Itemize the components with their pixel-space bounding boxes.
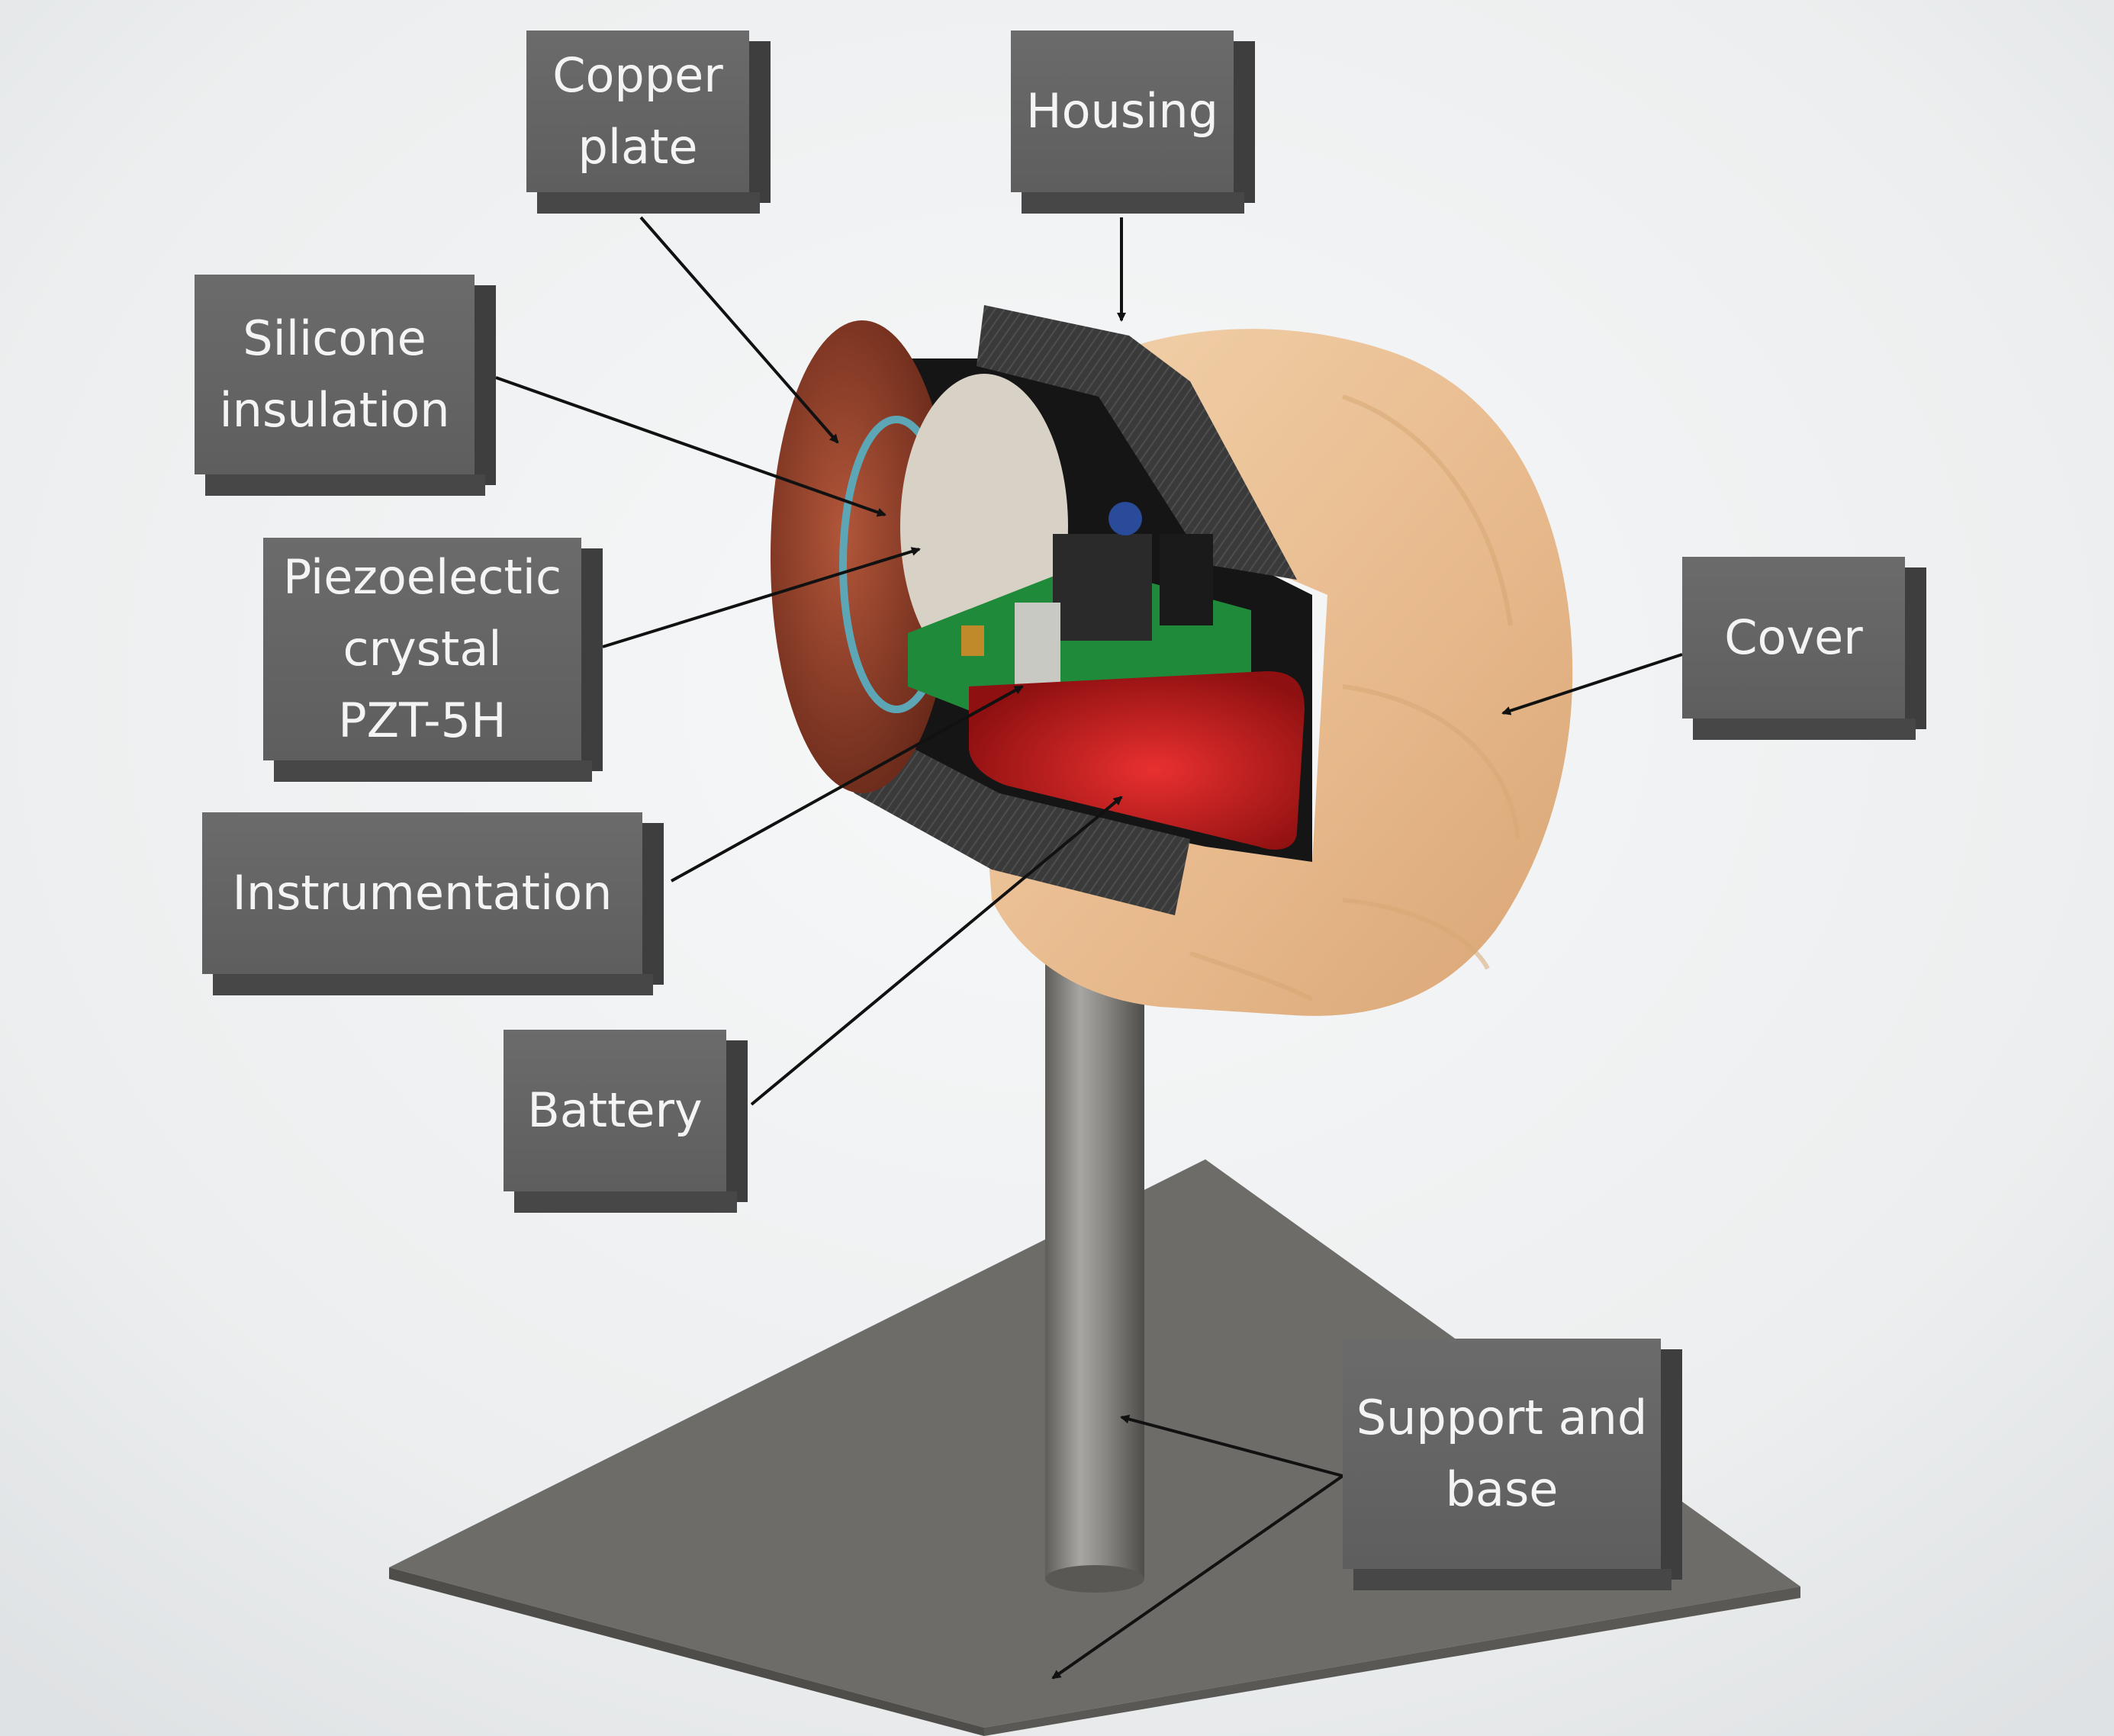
label-cover-bottom [1693,719,1916,740]
pcb-chip [1053,534,1152,641]
label-instrumentation-face: Instrumentation [202,812,642,974]
annotation-arrows [495,216,1683,1680]
arrow-piezo [602,547,921,648]
label-cover-side [1905,567,1926,729]
pcb-capacitor [961,625,984,656]
label-silicone-insulation-bottom [205,474,485,496]
label-silicone-insulation-text: Silicone insulation [219,310,450,438]
label-battery-text: Battery [527,1082,703,1138]
label-copper-plate-side [749,41,771,203]
label-instrumentation-side [642,823,664,985]
pcb-component [1015,603,1060,686]
arrow-support [1120,1414,1343,1477]
label-copper-plate-text: Copper plate [552,47,723,175]
label-piezoelectric-crystal-side [581,548,603,771]
label-piezoelectric-crystal: Piezoelectic crystal PZT-5H [263,538,603,782]
label-support-and-base-text: Support and base [1356,1390,1648,1517]
label-housing-bottom [1022,192,1244,214]
arrow-cover [1501,653,1683,715]
label-cover-text: Cover [1724,609,1863,665]
label-housing: Housing [1011,31,1255,214]
label-piezoelectric-crystal-face: Piezoelectic crystal PZT-5H [263,538,581,760]
label-battery-face: Battery [504,1030,726,1191]
pcb-trimmer [1108,502,1142,535]
label-copper-plate-face: Copper plate [526,31,749,192]
pcb-regulator [1160,534,1213,625]
label-instrumentation: Instrumentation [202,812,664,995]
label-cover-face: Cover [1682,557,1905,719]
arrow-battery [750,796,1123,1106]
label-housing-text: Housing [1025,83,1219,139]
label-battery: Battery [504,1030,748,1213]
support-pole [1045,900,1144,1579]
label-support-and-base-face: Support and base [1343,1339,1661,1569]
arrow-silicone-insulation [495,376,886,517]
label-copper-plate-bottom [537,192,760,214]
support-pole-foot [1045,1565,1144,1593]
label-housing-side [1234,41,1255,203]
label-piezoelectric-crystal-text: Piezoelectic crystal PZT-5H [282,549,562,748]
housing-wall-top [977,305,1297,580]
battery-block [969,671,1305,850]
label-silicone-insulation: Silicone insulation [195,275,496,496]
label-instrumentation-text: Instrumentation [232,865,613,921]
label-cover: Cover [1682,557,1926,740]
label-piezoelectric-crystal-bottom [274,760,592,782]
label-copper-plate: Copper plate [526,31,771,214]
label-support-and-base-side [1661,1349,1682,1580]
label-instrumentation-bottom [213,974,653,995]
label-silicone-insulation-face: Silicone insulation [195,275,475,474]
wood-grain [1189,394,1520,1001]
label-silicone-insulation-side [475,285,496,485]
label-battery-bottom [514,1191,737,1213]
arrow-copper-plate [639,216,839,444]
arrow-instrumentation [671,685,1024,882]
base-plate-edge [389,1567,984,1736]
label-housing-face: Housing [1011,31,1234,192]
base-plate-edge-right [984,1587,1800,1736]
arrow-base [1051,1474,1344,1680]
label-battery-side [726,1040,748,1202]
label-support-and-base: Support and base [1343,1339,1682,1590]
label-support-and-base-bottom [1353,1569,1672,1590]
